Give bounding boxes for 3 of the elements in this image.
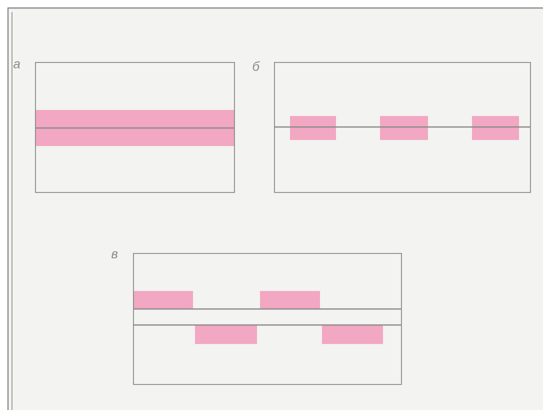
panel-label: б bbox=[252, 61, 260, 71]
panel-label: в bbox=[111, 251, 118, 258]
panel-label: а bbox=[14, 61, 20, 68]
